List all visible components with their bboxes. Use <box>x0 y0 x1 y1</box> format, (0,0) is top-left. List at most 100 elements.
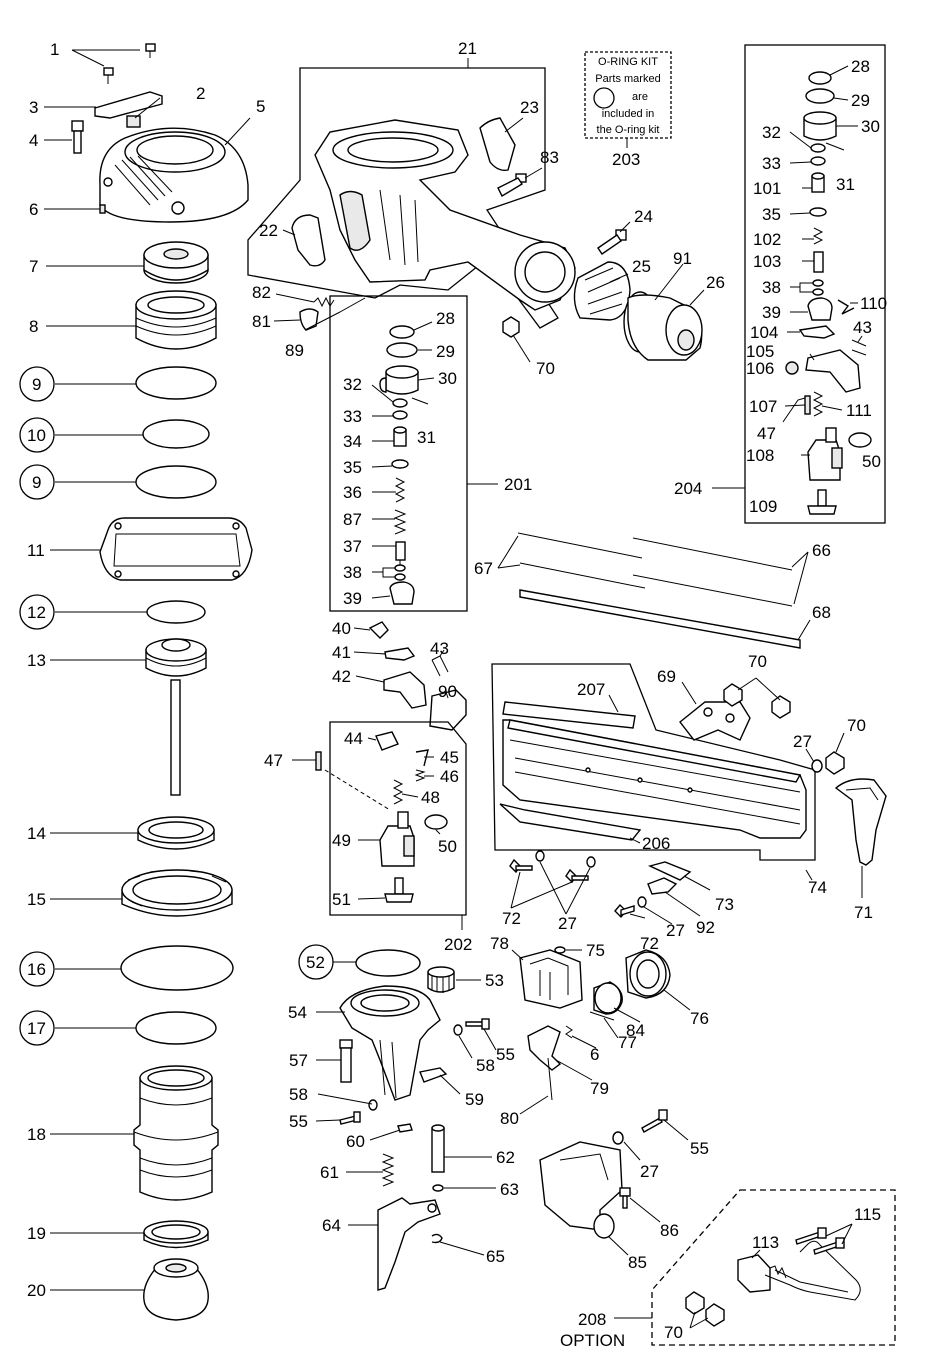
oring-kit-line2: Parts marked <box>595 73 660 85</box>
callout-53: 53 <box>485 971 504 990</box>
callout-12: 12 <box>27 603 46 622</box>
part-10-oring <box>142 419 210 449</box>
callout-20: 20 <box>27 1281 46 1300</box>
callout-41: 41 <box>332 643 351 662</box>
callout-25: 25 <box>632 257 651 276</box>
part-38-orings-b <box>812 279 824 296</box>
part-111-spring <box>812 391 824 417</box>
callout-87: 87 <box>343 510 362 529</box>
callout-78: 78 <box>490 934 509 953</box>
part-82-spring <box>313 296 335 308</box>
callout-113: 113 <box>752 1233 779 1252</box>
part-54-guide-body <box>339 985 441 1101</box>
part-55-screw-a <box>465 1018 490 1030</box>
callout-70-a: 70 <box>536 359 555 378</box>
callout-35-b: 35 <box>762 205 781 224</box>
callout-47-b: 47 <box>757 424 776 443</box>
callout-203: 203 <box>612 150 640 169</box>
part-47-dash <box>324 769 391 811</box>
callout-110: 110 <box>860 294 887 313</box>
part-72-screws <box>509 858 635 919</box>
callout-107: 107 <box>749 397 777 416</box>
callout-28-a: 28 <box>436 309 455 328</box>
callout-115: 115 <box>854 1205 881 1224</box>
callout-104: 104 <box>750 323 778 342</box>
callout-106: 106 <box>746 359 774 378</box>
callout-71: 71 <box>854 903 873 922</box>
part-33-oring-b <box>810 156 826 166</box>
group-21-outline <box>247 67 559 329</box>
callout-69: 69 <box>657 667 676 686</box>
group-74-outline <box>491 663 816 861</box>
part-55-screw-c <box>641 1109 668 1133</box>
part-29-oring-b <box>805 88 835 104</box>
part-32-oring-a <box>392 398 408 408</box>
callout-91: 91 <box>673 249 692 268</box>
trigger-leaders <box>353 627 449 699</box>
callout-4: 4 <box>29 131 38 150</box>
oring-marker-9b <box>19 464 55 500</box>
callout-29-b: 29 <box>851 91 870 110</box>
part-73-plate <box>647 861 692 881</box>
callout-52: 52 <box>306 953 325 972</box>
callout-15: 15 <box>27 890 46 909</box>
callout-55-a: 55 <box>496 1045 515 1064</box>
part-103-plunger <box>813 251 824 273</box>
center-callouts: 21 22 23 24 25 26 91 83 82 81 89 70 28 2… <box>252 39 887 1350</box>
part-6-pin-b <box>565 1025 573 1039</box>
group-202-box <box>329 721 467 916</box>
callout-65: 65 <box>486 1247 505 1266</box>
callout-33-b: 33 <box>762 154 781 173</box>
part-13-piston-driver <box>145 638 207 796</box>
part-110-clip <box>837 299 855 315</box>
oring-kit-text: O-RING KIT Parts marked are included in … <box>595 56 660 136</box>
callout-206: 206 <box>642 834 670 853</box>
callout-72-a: 72 <box>502 909 521 928</box>
part-14-bumper <box>137 816 215 850</box>
callout-70-d: 70 <box>664 1323 683 1342</box>
oring-marker-12 <box>19 594 55 630</box>
callout-77: 77 <box>618 1033 637 1052</box>
callout-27-d: 27 <box>640 1162 659 1181</box>
callout-32-a: 32 <box>343 375 362 394</box>
callout-54: 54 <box>288 1003 307 1022</box>
callout-105: 105 <box>746 342 774 361</box>
part-60-pin <box>397 1123 413 1133</box>
callout-9a: 9 <box>32 375 41 394</box>
part-67-rods <box>517 532 646 589</box>
part-113-handle <box>737 1240 861 1301</box>
callout-72-b: 72 <box>640 934 659 953</box>
callout-74: 74 <box>808 878 827 897</box>
callout-48: 48 <box>421 788 440 807</box>
right-guide-leaders <box>511 949 691 1115</box>
callout-31-b: 31 <box>836 175 855 194</box>
callout-1: 1 <box>50 40 59 59</box>
part-9-oring <box>135 366 217 400</box>
part-109-contact <box>807 489 837 515</box>
oring-marker-9a <box>19 366 55 402</box>
part-11-gasket <box>99 517 253 581</box>
part-3-plate <box>94 91 163 119</box>
part-66-rods <box>632 537 793 607</box>
part-29-oring-a <box>386 342 418 358</box>
callout-81: 81 <box>252 312 271 331</box>
callout-55-c: 55 <box>690 1139 709 1158</box>
part-101-valve-stem <box>811 172 825 193</box>
group-202-leaders <box>292 737 441 900</box>
part-28-oring-b <box>808 71 832 85</box>
callout-70-c: 70 <box>847 716 866 735</box>
part-64-lever <box>377 1197 441 1291</box>
callout-80: 80 <box>500 1109 519 1128</box>
part-105-trigger-arm <box>805 349 861 393</box>
part-49-trigger <box>379 811 415 867</box>
callout-37: 37 <box>343 537 362 556</box>
part-40-part <box>368 621 389 639</box>
part-38-orings-a <box>394 564 406 581</box>
part-70-nuts-b <box>723 683 791 719</box>
part-39-valve-cap-b <box>807 297 833 321</box>
part-50-cap-a <box>424 814 448 830</box>
part-53-cap <box>427 966 455 993</box>
callout-9b: 9 <box>32 473 41 492</box>
part-15-cylinder-ring <box>121 869 233 917</box>
